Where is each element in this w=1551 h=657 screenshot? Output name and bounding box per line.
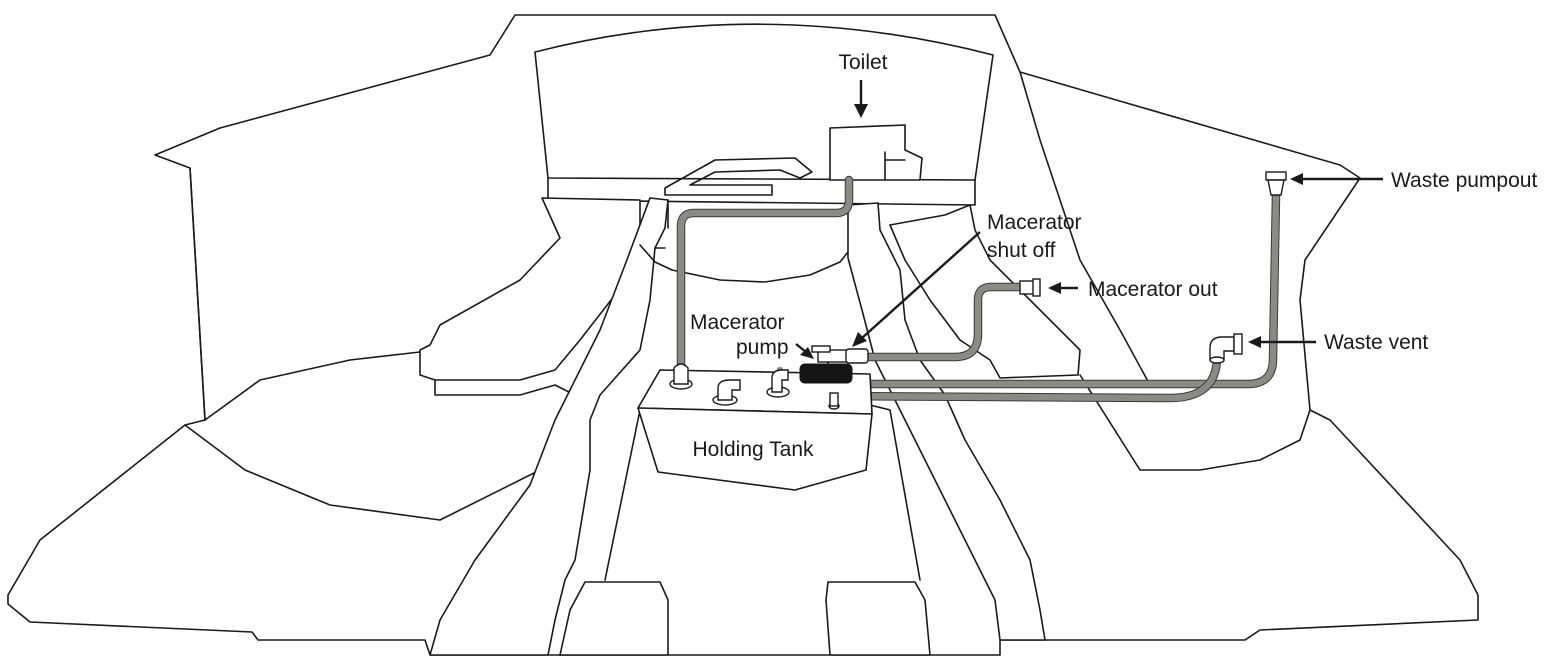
arrow-icon bbox=[1048, 282, 1078, 294]
holding-tank-label: Holding Tank bbox=[692, 438, 814, 461]
right-walkway bbox=[1079, 374, 1311, 471]
callouts: Toilet Macerator shut off Macerator out … bbox=[690, 51, 1537, 359]
waste-vent-hose bbox=[832, 356, 1221, 402]
macerator-pump-label-line1: Macerator bbox=[690, 311, 785, 334]
lower-left-block bbox=[559, 581, 669, 656]
center-rail-right bbox=[869, 404, 921, 581]
arrow-icon bbox=[852, 231, 981, 347]
waste-pumpout-hose bbox=[734, 191, 1280, 388]
macerator-pump-body bbox=[799, 363, 853, 384]
holding-tank-body bbox=[637, 407, 873, 491]
hull-structure bbox=[7, 14, 1479, 656]
arrow-icon bbox=[854, 80, 868, 118]
waste-vent-fitting bbox=[1209, 333, 1243, 364]
macerator-shutoff-label-line1: Macerator bbox=[987, 211, 1082, 234]
right-walkway-inner bbox=[1019, 71, 1151, 386]
waste-vent-label: Waste vent bbox=[1324, 331, 1428, 354]
macerator-out-fitting bbox=[1019, 278, 1041, 297]
arrow-icon bbox=[1248, 336, 1316, 348]
macerator-valve-handle bbox=[811, 345, 831, 353]
bulkhead-floor-line bbox=[547, 177, 976, 206]
tank-vent-fitting bbox=[828, 392, 840, 410]
hull-outline bbox=[7, 14, 1479, 656]
lower-right-block bbox=[825, 581, 931, 656]
toilet-detail bbox=[884, 151, 906, 181]
holding-tank: Holding Tank bbox=[637, 363, 873, 491]
tank-inlet-fitting bbox=[669, 363, 693, 390]
macerator-out-label: Macerator out bbox=[1088, 278, 1218, 301]
tank-pumpout-fitting bbox=[712, 379, 741, 406]
bulkhead-outline bbox=[534, 23, 994, 181]
left-hull-wall bbox=[189, 167, 206, 421]
arrow-icon bbox=[1290, 173, 1383, 185]
left-stringer-inner bbox=[654, 199, 669, 249]
macerator-pump-label-line2: pump bbox=[736, 336, 789, 359]
toilet-outline bbox=[829, 124, 923, 181]
waste-pumpout-fitting bbox=[1265, 171, 1287, 196]
waste-pumpout-label: Waste pumpout bbox=[1391, 169, 1537, 192]
macerator-shutoff-label-line2: shut off bbox=[987, 239, 1056, 262]
center-bay bbox=[639, 244, 849, 283]
macerator-shutoff-fitting bbox=[845, 348, 869, 364]
left-walkway bbox=[204, 351, 421, 421]
arrow-icon bbox=[795, 343, 814, 359]
tank-macerator-fitting bbox=[766, 369, 790, 398]
macerator-out-hose bbox=[864, 283, 1024, 361]
macerator-assembly bbox=[799, 345, 869, 384]
toilet-label: Toilet bbox=[838, 51, 887, 74]
left-stringer bbox=[429, 197, 669, 656]
seat-outline bbox=[664, 157, 813, 196]
toilet-discharge-hose bbox=[677, 176, 853, 376]
